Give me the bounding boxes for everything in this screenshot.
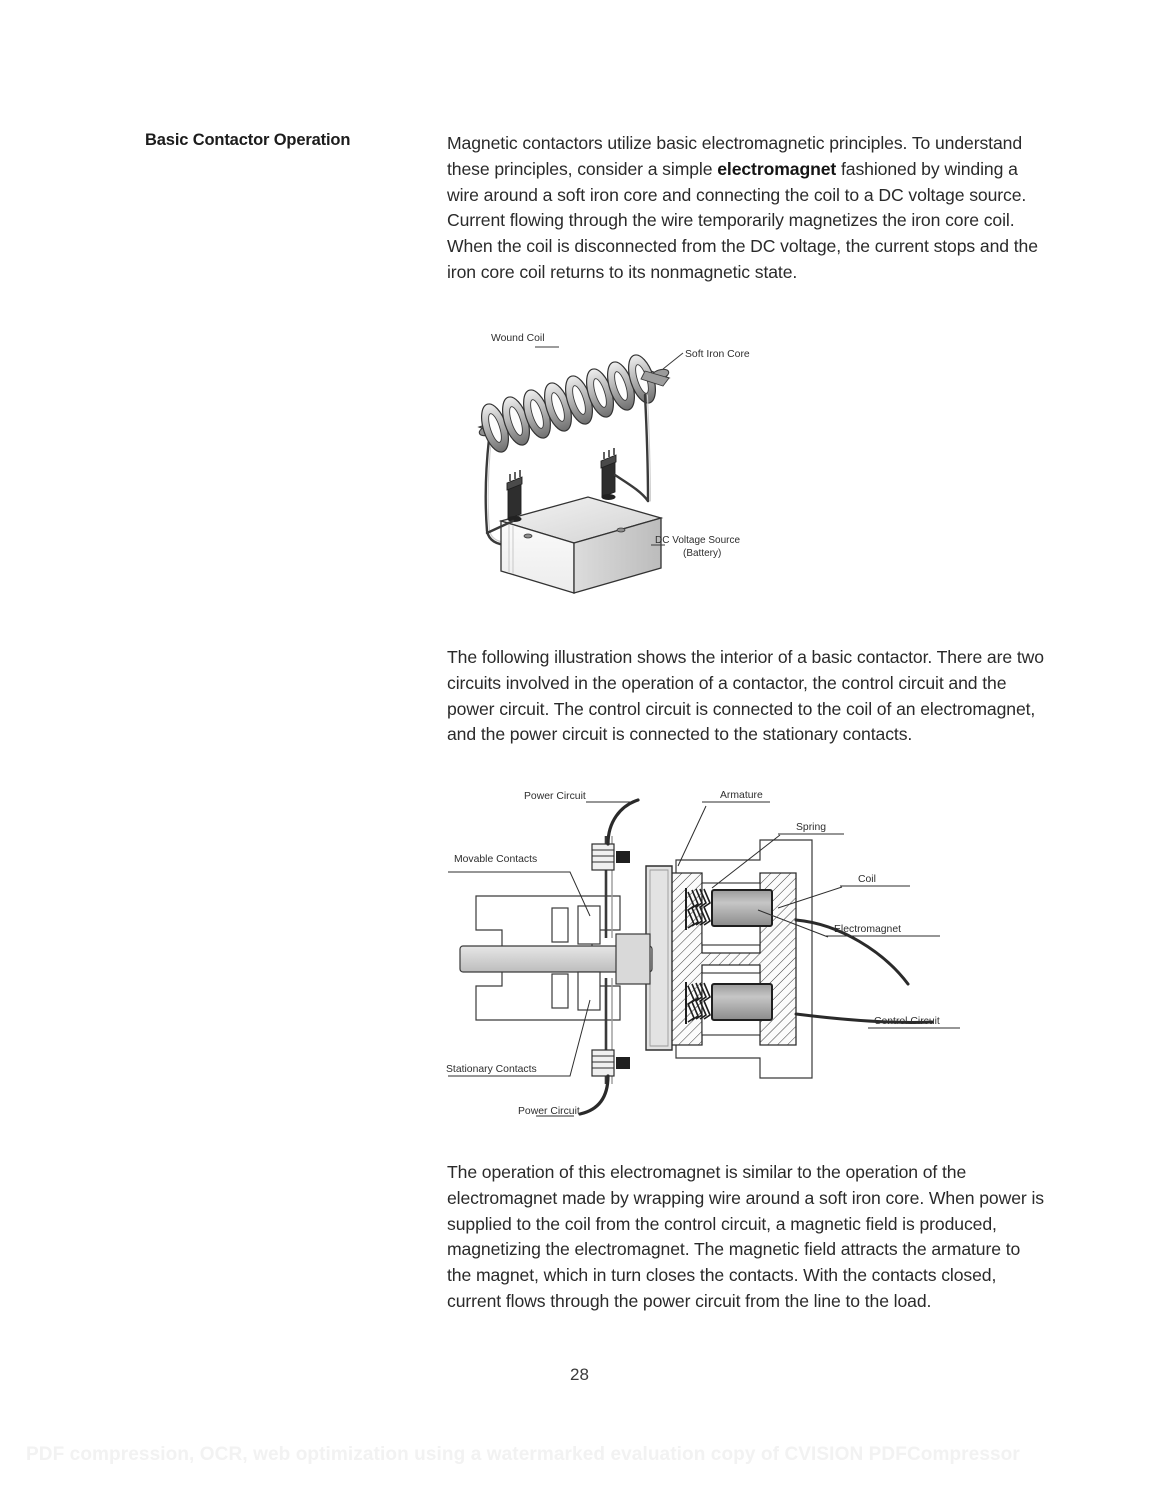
label-wound-coil: Wound Coil [491, 333, 545, 344]
term-electromagnet: electromagnet [717, 158, 837, 179]
label-stationary-contacts: Stationary Contacts [446, 1064, 537, 1075]
terminal-clamp-bottom [591, 1049, 630, 1077]
section-heading: Basic Contactor Operation [145, 131, 351, 149]
label-coil: Coil [858, 874, 876, 885]
wire-to-positive-terminal [613, 473, 650, 503]
label-movable-contacts: Movable Contacts [454, 854, 537, 865]
label-armature: Armature [720, 790, 763, 801]
spring-upper [685, 888, 711, 930]
paragraph-operation: The operation of this electromagnet is s… [447, 1162, 1044, 1311]
control-circuit-wires [794, 918, 934, 1025]
leader-lines-figure2 [448, 801, 960, 1117]
paragraph-intro: Magnetic contactors utilize basic electr… [447, 131, 1047, 286]
watermark-footer-bar: PDF compression, OCR, web optimization u… [0, 1438, 1159, 1474]
power-circuit-wire-bottom [578, 1074, 610, 1116]
battery-terminal-positive [600, 448, 617, 500]
armature-plate [645, 865, 673, 1051]
label-spring: Spring [796, 822, 826, 833]
leader-lines-figure1 [535, 346, 684, 546]
label-dc-voltage-source-battery: (Battery) [683, 548, 721, 559]
page-number: 28 [570, 1365, 589, 1384]
wire-to-negative-terminal [485, 519, 515, 535]
watermark-text: PDF compression, OCR, web optimization u… [26, 1444, 1020, 1465]
label-power-circuit-bottom: Power Circuit [518, 1106, 580, 1117]
electromagnet-coil-upper [711, 889, 773, 927]
electromagnet-coil-lower [711, 983, 773, 1021]
coil-lead-left [484, 437, 511, 547]
terminal-clamp-top [591, 843, 630, 871]
figure-contactor-cross-section: Power Circuit Movable Contacts Stationar… [440, 788, 1000, 1128]
coil-lead-left-highlight [487, 438, 510, 544]
battery-terminal-negative [506, 470, 523, 522]
label-soft-iron-core: Soft Iron Core [685, 349, 750, 360]
figure-electromagnet: Wound Coil Soft Iron Core DC Voltage Sou… [455, 325, 815, 615]
paragraph-intro-part2: fashioned by winding a wire around a sof… [447, 158, 1038, 282]
label-electromagnet: Electromagnet [834, 924, 901, 935]
label-dc-voltage-source: DC Voltage Source [655, 535, 740, 546]
power-circuit-wire-top [606, 798, 640, 846]
label-power-circuit-top: Power Circuit [524, 791, 586, 802]
wound-coil [481, 354, 670, 453]
coil-lead-right-highlight [646, 394, 651, 502]
coil-lead-right [643, 393, 650, 503]
paragraph-contactor-interior: The following illustration shows the int… [447, 647, 1044, 745]
contact-bars [551, 836, 613, 1084]
label-control-circuit: Control Circuit [874, 1016, 940, 1027]
battery-dc-voltage-source [498, 448, 664, 594]
paragraph-intro-part1: Magnetic contactors utilize basic electr… [447, 133, 1023, 179]
spring-lower [685, 982, 711, 1024]
